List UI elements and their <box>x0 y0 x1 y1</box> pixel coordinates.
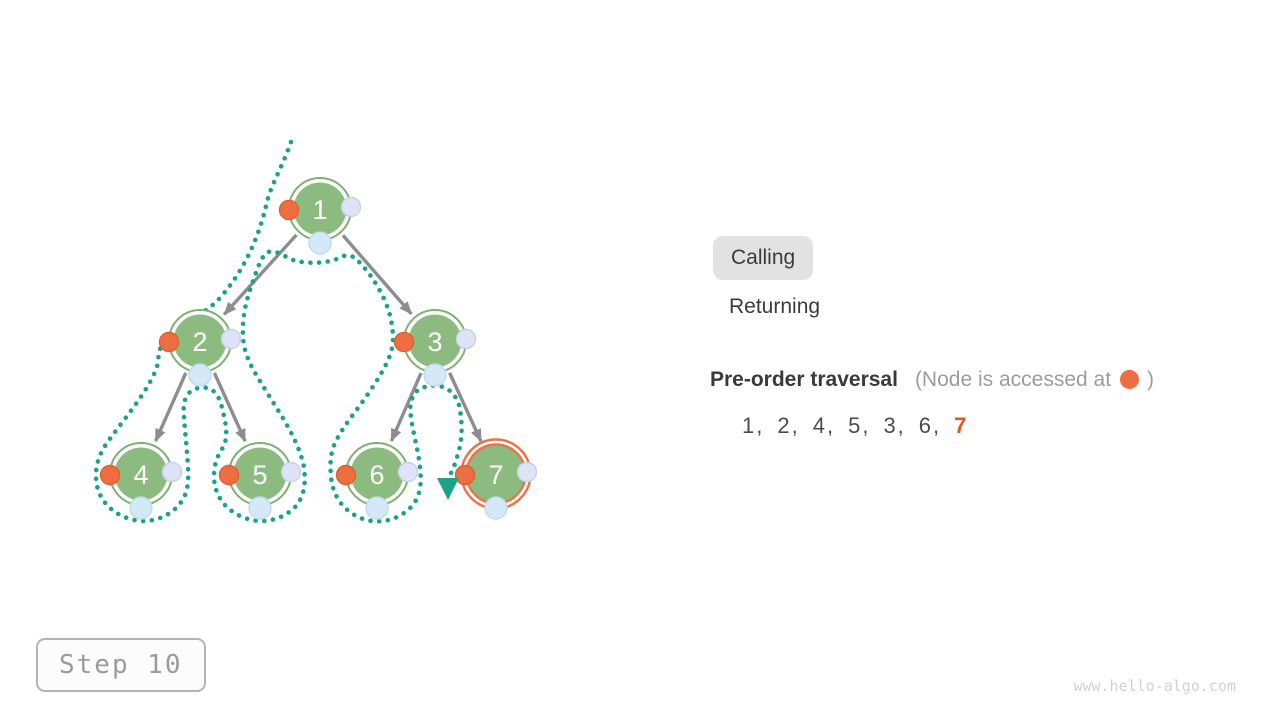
sequence-value: 1, <box>742 413 765 438</box>
node-label: 4 <box>133 460 148 490</box>
node-visit-dot-orange <box>158 331 180 353</box>
traversal-title-row: Pre-order traversal (Node is accessed at) <box>710 368 1154 392</box>
node-bottom-dot <box>188 363 212 387</box>
tree-edge-2-5 <box>212 372 247 443</box>
node-visit-dot-orange <box>99 464 121 486</box>
node-visit-dot-orange <box>278 199 300 221</box>
node-right-dot <box>161 461 183 483</box>
traversal-note-prefix: (Node is accessed at <box>914 368 1112 391</box>
tree-node-6: 6 <box>335 442 419 520</box>
node-circle <box>173 314 227 368</box>
traversal-title: Pre-order traversal <box>710 368 898 391</box>
tree-edges <box>154 233 483 443</box>
node-visit-dot-orange <box>335 464 357 486</box>
step-indicator: Step 10 <box>36 638 206 692</box>
node-visit-dot-orange <box>393 331 415 353</box>
legend-returning-label: Returning <box>729 295 821 318</box>
node-label: 1 <box>312 195 327 225</box>
traversal-note: (Node is accessed at) <box>915 368 1154 391</box>
sequence-value: 5, <box>848 413 871 438</box>
node-right-dot <box>455 328 477 350</box>
node-bottom-dot <box>308 231 332 255</box>
node-label: 5 <box>252 460 267 490</box>
node-bottom-dot <box>129 496 153 520</box>
tree-edge-2-4 <box>154 372 188 443</box>
node-circle <box>350 447 404 501</box>
node-bottom-dot <box>423 363 447 387</box>
sequence-value: 3, <box>883 413 906 438</box>
node-visit-dot-orange <box>454 464 476 486</box>
node-label: 3 <box>427 327 442 357</box>
node-right-dot <box>220 328 242 350</box>
sequence-current-value: 7 <box>954 413 969 438</box>
watermark-url: www.hello-algo.com <box>1073 677 1236 695</box>
node-label: 7 <box>488 460 503 490</box>
tree-node-4: 4 <box>99 442 183 520</box>
node-bottom-dot <box>248 496 272 520</box>
node-bottom-dot <box>484 496 508 520</box>
tree-nodes: 1 2 3 4 5 6 7 <box>99 177 538 520</box>
tree-edge-3-7 <box>448 372 483 443</box>
tree-edge-3-6 <box>389 372 423 442</box>
node-bottom-dot <box>365 496 389 520</box>
tree-node-5: 5 <box>218 442 302 520</box>
access-marker-dot-icon <box>1120 370 1140 389</box>
node-right-dot <box>340 196 362 218</box>
binary-tree-diagram: 1 2 3 4 5 6 7 <box>93 139 538 524</box>
node-circle <box>293 182 347 236</box>
tree-node-1: 1 <box>278 177 362 255</box>
node-circle <box>233 447 287 501</box>
sequence-value: 6, <box>918 413 942 438</box>
node-right-dot <box>516 461 538 483</box>
tree-edge-1-3 <box>341 234 413 315</box>
traversal-sequence: 1, 2, 4, 5, 3, 6, 7 <box>742 413 968 439</box>
tree-node-7: 7 <box>454 438 538 520</box>
node-right-dot <box>280 461 302 483</box>
sequence-value: 4, <box>812 413 836 438</box>
current-position-pointer-icon <box>437 478 459 500</box>
legend-calling-badge: Calling <box>713 236 814 280</box>
node-circle <box>408 314 462 368</box>
traversal-note-suffix: ) <box>1147 368 1155 391</box>
node-label: 6 <box>369 460 384 490</box>
node-visit-dot-orange <box>218 464 240 486</box>
node-right-dot <box>397 461 419 483</box>
sequence-value: 2, <box>777 413 800 438</box>
tree-edge-1-2 <box>222 233 298 316</box>
tree-node-3: 3 <box>393 309 477 387</box>
node-circle <box>114 447 168 501</box>
tree-node-2: 2 <box>158 309 242 387</box>
node-label: 2 <box>192 327 207 357</box>
